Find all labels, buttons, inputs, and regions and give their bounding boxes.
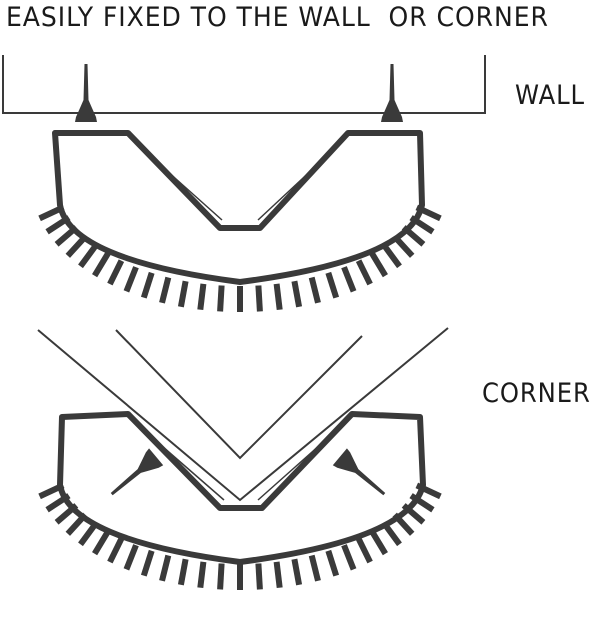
bristle-tick	[415, 482, 442, 500]
bristle-tick	[273, 283, 283, 311]
curved-brush-holder	[57, 411, 426, 565]
holder-inner-line	[257, 419, 349, 501]
bristle-tick	[308, 276, 321, 304]
bristle-tick	[369, 251, 388, 278]
bristle-tick	[78, 243, 99, 269]
wall-diagram	[2, 55, 486, 312]
bristle-tick	[54, 225, 79, 247]
corner-label: CORNER	[482, 378, 591, 409]
screw-icon	[110, 448, 164, 496]
corner-diagram	[37, 327, 449, 590]
bristle-tick	[291, 280, 303, 308]
bristle-tick	[255, 563, 263, 590]
bristle-tick	[409, 493, 435, 513]
curved-brush-holder	[52, 130, 425, 285]
bristle-tick	[381, 521, 402, 547]
bristle-tick	[107, 537, 125, 564]
holder-inner-line	[257, 137, 347, 221]
bristle-tick	[38, 482, 65, 500]
bristle-tick	[123, 266, 139, 293]
bristle-tick	[78, 521, 99, 547]
bristle-tick	[217, 563, 225, 590]
bristle-tick	[217, 285, 225, 312]
wall-label: WALL	[515, 80, 586, 111]
bristle-ticks	[38, 204, 442, 312]
bristle-tick	[325, 549, 340, 577]
bristle-tick	[92, 251, 111, 278]
bristle-tick	[45, 493, 71, 513]
bristle-tick	[415, 204, 442, 222]
bristle-tick	[401, 503, 426, 525]
bristle-tick	[177, 280, 189, 308]
bristle-tick	[273, 561, 283, 589]
bristle-ticks	[38, 482, 442, 590]
bristle-tick	[65, 512, 88, 536]
bristle-tick	[355, 259, 373, 286]
bristle-tick	[392, 512, 415, 536]
bristle-tick	[392, 234, 415, 258]
bristle-tick	[308, 554, 321, 582]
bristle-tick	[197, 561, 207, 589]
headline: EASILY FIXED TO THE WALL OR CORNER	[6, 2, 549, 33]
corner-line-outer	[37, 327, 449, 502]
holder-inner-line	[199, 207, 219, 229]
holder-inner-line	[261, 207, 279, 229]
bristle-tick	[140, 271, 155, 299]
bristle-tick	[54, 503, 79, 525]
bristle-tick	[45, 215, 71, 235]
bristle-tick	[325, 271, 340, 299]
bristle-tick	[38, 204, 65, 222]
bristle-tick	[341, 544, 357, 571]
bristle-tick	[159, 554, 172, 582]
bristle-tick	[341, 266, 357, 293]
bristle-tick	[107, 259, 125, 286]
holder-inner-line	[129, 137, 223, 221]
wall-line	[2, 55, 486, 114]
screw-icon	[381, 64, 403, 122]
screw-icon	[332, 448, 386, 496]
bristle-tick	[92, 529, 111, 556]
bristle-tick	[197, 283, 207, 311]
holder-inner-line	[131, 419, 225, 501]
bristle-tick	[409, 215, 435, 235]
bristle-tick	[177, 558, 189, 586]
screw-icon	[75, 64, 97, 122]
bristle-tick	[140, 549, 155, 577]
bristle-tick	[159, 276, 172, 304]
bristle-tick	[355, 537, 373, 564]
bristle-tick	[291, 558, 303, 586]
bristle-tick	[401, 225, 426, 247]
corner-line-inner	[115, 329, 363, 460]
bristle-tick	[255, 285, 263, 312]
bristle-tick	[381, 243, 402, 269]
bristle-tick	[123, 544, 139, 571]
bristle-tick	[369, 529, 388, 556]
bristle-tick	[65, 234, 88, 258]
